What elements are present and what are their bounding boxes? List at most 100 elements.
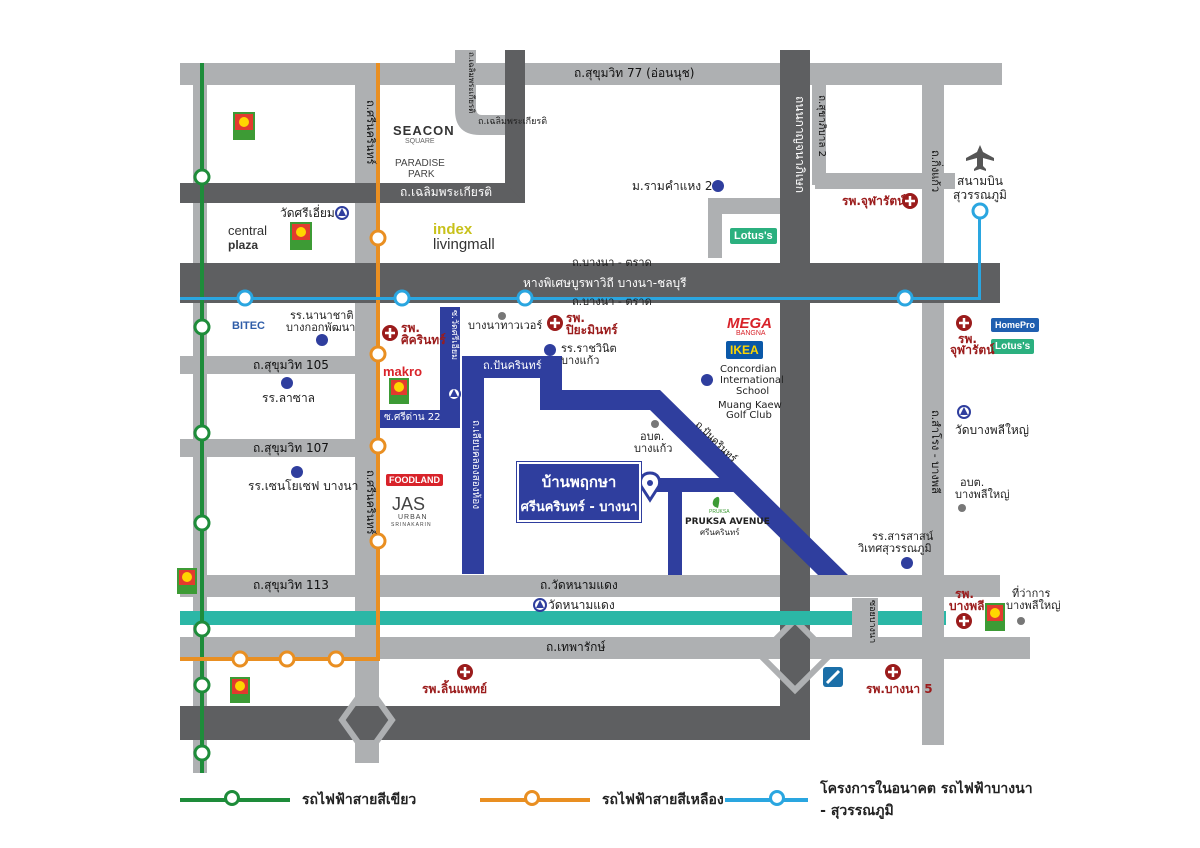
label-homepro: HomePro — [991, 318, 1040, 332]
interchanges — [338, 615, 835, 761]
road-label-kingkaeo: ถ.กิ่งแก้ว — [929, 150, 942, 193]
route-pruksa-h — [650, 478, 746, 492]
road-label-samrong-bangphli: ถ.สำโรง - บางพลี — [929, 410, 942, 494]
location-pin-icon — [638, 471, 662, 503]
green-train-icon — [224, 790, 240, 806]
label-jas: JAS — [392, 494, 426, 514]
future-station — [393, 289, 411, 307]
label-chularat-right-2: จุฬารัตน์ — [950, 343, 995, 357]
green-station — [193, 424, 211, 442]
label-airport-1: สนามบิน — [957, 174, 1003, 188]
label-district-office-2: บางพลีใหญ่ — [1006, 599, 1061, 612]
route-pankun-diag — [540, 356, 848, 575]
label-lotus-right: Lotus's — [991, 339, 1035, 354]
legend-yellow-text: รถไฟฟ้าสายสีเหลือง — [602, 792, 724, 808]
label-mega-bangna: BANGNA — [736, 330, 766, 337]
expressway-interchange-icon — [823, 667, 843, 687]
label-st-joseph: รร.เซนโยเซฟ บางนา — [248, 479, 359, 493]
label-bangna-tower: บางนาทาวเวอร์ — [468, 319, 543, 332]
label-mega: MEGA — [727, 315, 772, 332]
road-label-motorway: หางพิเศษบูรพาวิถี บางนา-ชลบุรี — [523, 276, 687, 290]
label-bitec: BITEC — [232, 320, 265, 332]
road-label-sridan22: ซ.ศรีด่าน 22 — [384, 412, 441, 423]
road-sukhumvit105 — [180, 356, 360, 374]
project-label-box[interactable]: บ้านพฤกษา ศรีนครินทร์ - บางนา — [517, 462, 641, 522]
yellow-train-icon — [524, 790, 540, 806]
green-line — [193, 63, 211, 773]
label-bangphli-hosp-1: รพ. — [955, 587, 974, 601]
road-chaloem-upper — [505, 50, 525, 203]
label-obt-bangphli-2: บางพลีใหญ่ — [955, 488, 1010, 501]
legend-yellow-swatch — [480, 790, 590, 806]
project-route — [380, 307, 848, 575]
label-pruksa-logo: PRUKSA — [709, 509, 730, 515]
label-livingmall: livingmall — [433, 236, 495, 253]
road-label-sukhaphiban2: ถ.สุขาภิบาล 2 — [816, 95, 827, 158]
label-lotus-top: Lotus's — [730, 228, 777, 244]
school-cap-icon — [544, 344, 556, 356]
road-sukhaphiban2 — [812, 85, 826, 185]
interchange-srinakarin — [338, 679, 396, 761]
green-station — [193, 676, 211, 694]
government-dot-icon — [498, 312, 506, 320]
green-station — [193, 620, 211, 638]
road-label-watnamdaeng: ถ.วัดหนามแดง — [540, 578, 618, 592]
road-chaloem-phrakiat — [180, 183, 525, 203]
project-subtitle: ศรีนครินทร์ - บางนา — [520, 500, 638, 515]
yellow-station — [369, 532, 387, 550]
yellow-station — [369, 345, 387, 363]
school-cap-icon — [701, 374, 713, 386]
label-chularat-right-1: รพ. — [958, 332, 977, 346]
road-label-kanchanaphisek: ถนนกาญจนาภิเษก — [793, 96, 807, 194]
route-bunyasiri — [462, 356, 484, 574]
label-obt-bangphli-1: อบต. — [960, 476, 985, 489]
road-ram2-vert — [708, 198, 722, 258]
green-station — [193, 168, 211, 186]
road-sukhaphiban2-h — [815, 173, 955, 189]
label-chularat-top: รพ.จุฬารัตน์ — [842, 194, 906, 208]
road-label-watsriiam: ซ.วัดศรีเอี่ยม — [449, 310, 459, 361]
label-index: index — [433, 221, 473, 238]
future-station — [236, 289, 254, 307]
school-cap-icon — [316, 334, 328, 346]
road-ram2 — [712, 198, 782, 214]
yellow-station — [231, 650, 249, 668]
label-nanachat-1: รร.นานาชาติ — [290, 309, 354, 322]
road-label-bunyasiri: ถ.เลียบคลองสองห้อง — [470, 420, 481, 510]
school-cap-icon — [291, 466, 303, 478]
label-nanachat-2: บางกอกพัฒนา — [286, 321, 356, 334]
label-jas-srinakarin: SRINAKARIN — [391, 522, 432, 528]
road-bottom — [180, 706, 808, 740]
road-motorway — [180, 263, 1000, 303]
government-dot-icon — [958, 504, 966, 512]
hospitals — [382, 193, 972, 680]
green-station — [193, 318, 211, 336]
school-cap-icon — [281, 377, 293, 389]
label-sarasas-2: วิเทศสุวรรณภูมิ — [858, 542, 932, 555]
label-plaza: plaza — [228, 238, 259, 252]
label-central: central — [228, 223, 268, 238]
road-label-sukhumvit107: ถ.สุขุมวิท 107 — [253, 441, 329, 455]
label-muang-kaew-2: Golf Club — [726, 410, 772, 421]
label-makro: makro — [383, 364, 423, 379]
label-lasalle: รร.ลาซาล — [262, 391, 316, 405]
road-label-chaloem-vert: ถ.เฉลิมพระเกียรติ — [467, 52, 476, 114]
label-wat-sri-iam: วัดศรีเอี่ยม — [280, 206, 335, 220]
legend-green-text: รถไฟฟ้าสายสีเขียว — [302, 792, 417, 808]
label-concordian-2: International — [720, 375, 784, 386]
label-rachawinit-1: รร.ราชวินิต — [561, 342, 617, 355]
label-foodland: FOODLAND — [386, 474, 443, 486]
road-label-bangna-small: ซอยบางนา — [867, 600, 877, 644]
label-muang-kaew-1: Muang Kaew — [718, 400, 782, 411]
future-station — [516, 289, 534, 307]
route-pankun-h — [462, 356, 562, 378]
future-station — [896, 289, 914, 307]
bridge — [852, 598, 878, 638]
future-station — [971, 202, 989, 220]
airplane-icon — [966, 145, 994, 171]
label-sarasas-1: รร.สารสาสน์ — [872, 530, 934, 543]
label-paradise: PARADISE — [395, 158, 445, 169]
road-label-bangna-trat-top: ถ.บางนา - ตราด — [572, 256, 652, 269]
label-sikarin-1: รพ. — [401, 321, 420, 335]
